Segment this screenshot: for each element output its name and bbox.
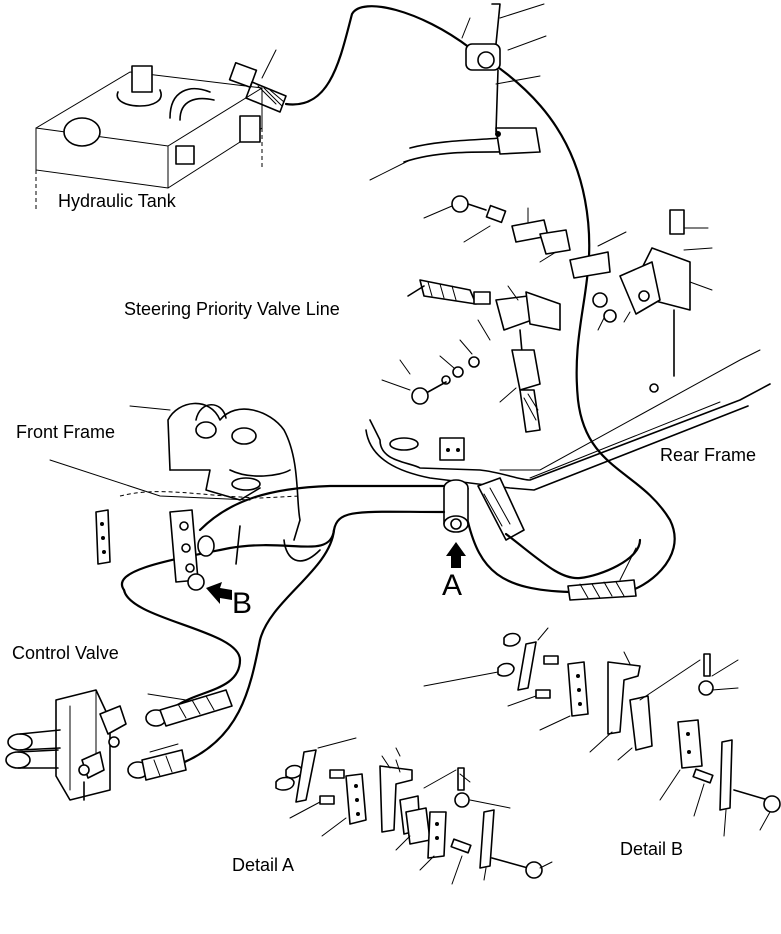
upper-line-bracket — [369, 127, 541, 181]
hydraulic-tank-label: Hydraulic Tank — [58, 191, 176, 211]
detail-b-label: Detail B — [620, 839, 684, 859]
view-b-marker: B — [232, 587, 253, 620]
detail-b-exploded-parts — [423, 627, 781, 837]
view-b-arrow — [206, 582, 232, 604]
view-a-arrow — [446, 542, 466, 568]
hose-front-to-rear-lower — [120, 510, 446, 592]
front-frame — [49, 402, 321, 565]
control-valve-hose-fittings — [127, 689, 233, 781]
rear-frame-label: Rear Frame — [660, 445, 757, 465]
bolt-and-collar-group — [423, 195, 627, 279]
top-clamp — [461, 3, 547, 133]
hose-control-valve-loop — [122, 520, 572, 766]
tank-hose-fitting — [228, 49, 287, 113]
steering-priority-valve-line-label: Steering Priority Valve Line — [124, 299, 340, 319]
hose-rear-return — [504, 532, 642, 580]
front-frame-label: Front Frame — [16, 422, 116, 442]
right-mount-bracket — [592, 209, 713, 377]
washer-bolt-stack — [381, 319, 491, 405]
detail-a-exploded-parts — [275, 737, 553, 885]
view-a-fitting — [443, 477, 525, 541]
hose-protective-sleeve — [567, 547, 637, 601]
detail-a-label: Detail A — [232, 855, 295, 875]
control-valve — [5, 689, 127, 801]
steering-priority-valve-line — [407, 279, 561, 433]
hose-front-to-rear-upper — [198, 484, 446, 532]
hydraulic-tank — [35, 65, 263, 210]
view-a-marker: A — [442, 569, 463, 602]
view-b-clamp — [95, 509, 215, 591]
control-valve-label: Control Valve — [12, 643, 119, 663]
rear-frame — [365, 349, 771, 491]
pilot-hose-main — [284, 5, 676, 592]
